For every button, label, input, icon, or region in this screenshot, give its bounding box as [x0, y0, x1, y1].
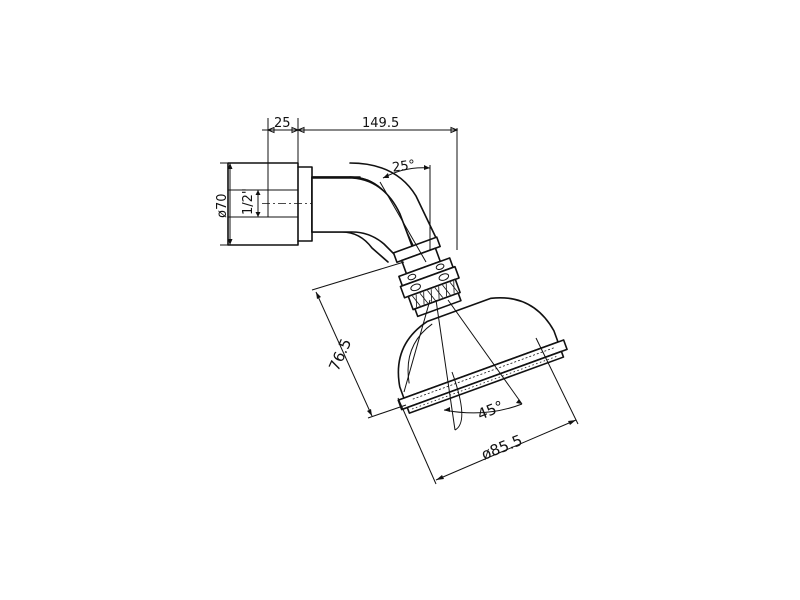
swivel-coupling — [392, 236, 462, 318]
dimension-left — [220, 162, 261, 246]
dim-thread: 1/2" — [241, 188, 256, 215]
dim-spray-angle: 45° — [475, 397, 506, 424]
dim-head-diameter: ø85.5 — [479, 431, 525, 464]
dim-projection: 149.5 — [362, 116, 399, 131]
wall-flange — [227, 162, 313, 246]
dimension-head-diameter — [397, 337, 579, 485]
dimension-top — [262, 118, 459, 250]
dim-flange-width: 25 — [274, 116, 291, 131]
dimension-arm-angle — [379, 165, 431, 263]
dimension-spray-angle — [403, 299, 523, 431]
shower-head — [397, 296, 568, 414]
dim-flange-diameter: ø70 — [215, 194, 230, 219]
dimension-head-height — [311, 261, 407, 419]
dim-arm-angle: 25° — [391, 158, 416, 176]
